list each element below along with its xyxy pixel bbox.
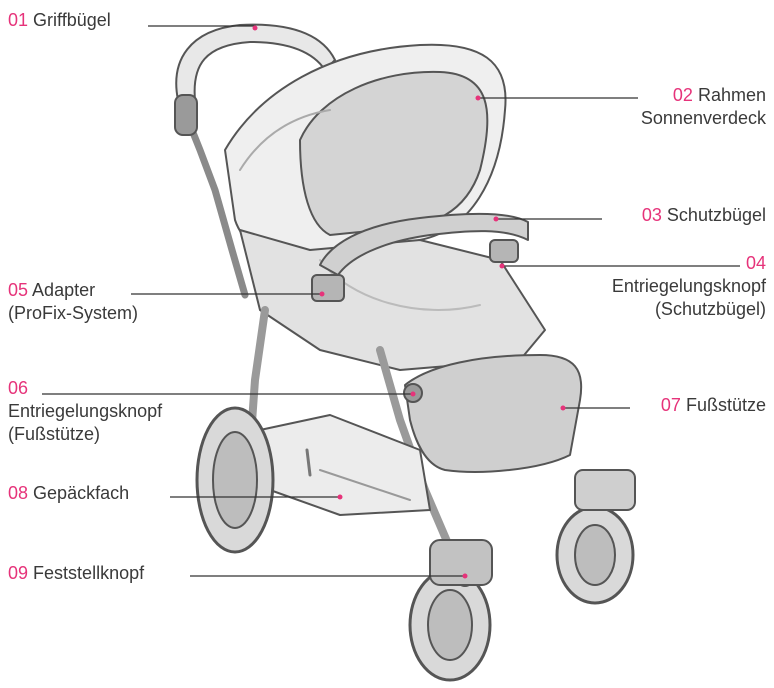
callout-03-text: Schutzbügel	[667, 205, 766, 225]
callout-07-text: Fußstütze	[686, 395, 766, 415]
callout-05-num: 05	[8, 280, 28, 300]
callout-05-text: Adapter	[32, 280, 95, 300]
callout-06: 06 Entriegelungsknopf (Fußstütze)	[8, 377, 162, 446]
bumper-button	[490, 240, 518, 262]
callout-09-num: 09	[8, 563, 28, 583]
callout-02-line2: Sonnenverdeck	[600, 107, 766, 130]
callout-01-text: Griffbügel	[33, 10, 111, 30]
footrest-shape	[405, 355, 581, 472]
callout-03-num: 03	[642, 205, 662, 225]
callout-08-text: Gepäckfach	[33, 483, 129, 503]
callout-05-line2: (ProFix-System)	[8, 302, 138, 325]
callout-06-line3: (Fußstütze)	[8, 423, 162, 446]
callout-09-text: Feststellknopf	[33, 563, 144, 583]
callout-02-num: 02	[673, 85, 693, 105]
callout-07: 07 Fußstütze	[600, 394, 766, 417]
callout-06-line2: Entriegelungsknopf	[8, 400, 162, 423]
adapter-block	[312, 275, 344, 301]
callout-04-line2: Entriegelungsknopf	[560, 275, 766, 298]
callout-08-num: 08	[8, 483, 28, 503]
callout-01: 01 Griffbügel	[8, 9, 111, 32]
callout-07-num: 07	[661, 395, 681, 415]
callout-08: 08 Gepäckfach	[8, 482, 129, 505]
callout-03: 03 Schutzbügel	[590, 204, 766, 227]
callout-04-num: 04	[746, 253, 766, 273]
callout-01-num: 01	[8, 10, 28, 30]
callout-05: 05 Adapter (ProFix-System)	[8, 279, 138, 325]
callout-04-line3: (Schutzbügel)	[560, 298, 766, 321]
callout-06-num: 06	[8, 378, 28, 398]
callout-04: 04 Entriegelungsknopf (Schutzbügel)	[560, 252, 766, 321]
callout-02-text: Rahmen	[698, 85, 766, 105]
handle-joint	[175, 95, 197, 135]
callout-09: 09 Feststellknopf	[8, 562, 144, 585]
callout-02: 02 Rahmen Sonnenverdeck	[600, 84, 766, 130]
